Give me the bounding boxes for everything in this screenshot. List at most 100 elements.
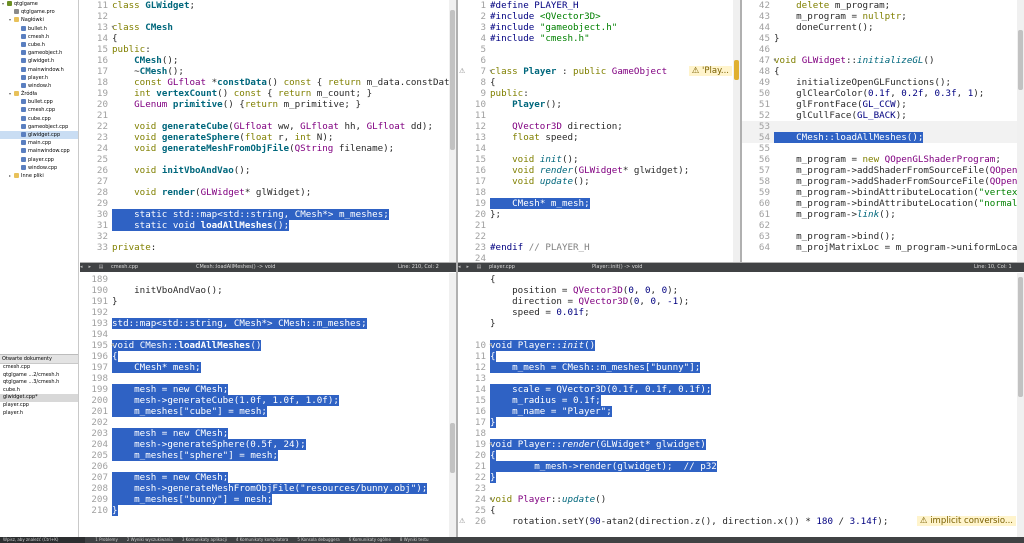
symbol-selector[interactable]: Player::init() -> void [592,264,643,270]
code-line[interactable]: 11 [458,110,740,121]
tree-item[interactable]: player.h [0,74,78,82]
code-area[interactable]: 42 delete m_program;43 m_program = nullp… [742,0,1024,262]
open-document-item[interactable]: qtglgame ...3/cmesh.h [3,379,60,386]
code-line[interactable]: 26 void initVboAndVao(); [80,165,456,176]
output-pane-button[interactable]: 8 Wyniki testu [399,537,429,542]
tree-item[interactable]: player.cpp [0,156,78,164]
tree-item[interactable]: cmesh.h [0,33,78,41]
code-line[interactable]: 31 static void loadAllMeshes(); [80,220,456,231]
tree-item[interactable]: window.cpp [0,164,78,172]
code-line[interactable]: 19 CMesh* m_mesh; [458,198,740,209]
code-line[interactable]: 194 [80,329,456,340]
file-selector[interactable]: player.cpp [488,264,515,270]
code-line[interactable]: 16 void render(GLWidget* glwidget); [458,165,740,176]
output-pane-button[interactable]: 2 Wyniki wyszukiwania [126,537,173,542]
code-line[interactable]: 200 mesh->generateCube(1.0f, 1.0f, 1.0f)… [80,395,456,406]
tree-item[interactable]: cube.h [0,41,78,49]
editor-glwidget-cpp[interactable]: 42 delete m_program;43 m_program = nullp… [742,0,1024,262]
code-line[interactable]: 195▾void CMesh::loadAllMeshes() [80,340,456,351]
scrollbar[interactable] [733,0,740,262]
tree-item[interactable]: ▾Źródła [0,90,78,98]
code-line[interactable]: 190 initVboAndVao(); [80,285,456,296]
code-line[interactable]: 58 m_program->addShaderFromSourceFile(QO… [742,176,1024,187]
scrollbar[interactable] [449,0,456,262]
code-line[interactable]: 53 [742,121,1024,132]
code-line[interactable]: 30 static std::map<std::string, CMesh*> … [80,209,456,220]
code-line[interactable]: 12 m_mesh = CMesh::m_meshes["bunny"]; [458,362,1024,373]
split-divider[interactable] [740,0,742,262]
scrollbar[interactable] [449,273,456,537]
code-line[interactable]: 5 [458,44,740,55]
code-line[interactable]: 191} [80,296,456,307]
code-line[interactable]: 12 QVector3D direction; [458,121,740,132]
split-divider[interactable] [456,0,458,537]
code-line[interactable]: 22} [458,472,1024,483]
code-line[interactable]: 63 m_program->bind(); [742,231,1024,242]
tree-item[interactable]: ▾qtglgame [0,0,78,8]
code-line[interactable]: direction = QVector3D(0, 0, -1); [458,296,1024,307]
fold-arrow-icon[interactable]: ▾ [488,67,493,75]
tree-item[interactable]: ▸Inne pliki [0,172,78,180]
code-line[interactable]: 48{ [742,66,1024,77]
output-pane-button[interactable]: 1 Problemy [95,537,118,542]
code-line[interactable]: 64 m_projMatrixLoc = m_program->uniformL… [742,242,1024,253]
code-line[interactable]: 46 [742,44,1024,55]
code-line[interactable]: 32 [80,231,456,242]
code-line[interactable]: 14 scale = QVector3D(0.1f, 0.1f, 0.1f); [458,384,1024,395]
expand-arrow-icon[interactable]: ▾ [9,91,12,97]
code-line[interactable]: 21 [80,110,456,121]
code-line[interactable]: 23 void generateSphere(float r, int N); [80,132,456,143]
code-line[interactable]: 57 m_program->addShaderFromSourceFile(QO… [742,165,1024,176]
code-line[interactable]: 21 [458,220,740,231]
nav-back-icon[interactable]: ◂ [458,264,461,270]
open-document-item[interactable]: qtglgame ...2/cmesh.h [3,371,60,378]
fold-arrow-icon[interactable]: ▾ [110,23,115,31]
code-line[interactable]: 199 mesh = new CMesh; [80,384,456,395]
warning-icon[interactable]: ⚠ [459,517,466,525]
editor-player-cpp[interactable]: ◂▸ ▤ player.cpp Player::init() -> void L… [458,263,1024,537]
tree-item[interactable]: cube.cpp [0,115,78,123]
output-pane-button[interactable]: 5 Konsola debuggera [297,537,340,542]
tree-item[interactable]: bullet.cpp [0,98,78,106]
fold-arrow-icon[interactable]: ▾ [772,56,777,64]
code-line[interactable]: 11{ [458,351,1024,362]
code-line[interactable]: 49 initializeOpenGLFunctions(); [742,77,1024,88]
code-line[interactable]: { [458,274,1024,285]
open-document-item[interactable]: cmesh.cpp [3,364,31,370]
code-line[interactable]: 19 int vertexCount() const { return m_co… [80,88,456,99]
tree-item[interactable]: glwidget.cpp [0,131,78,140]
fold-arrow-icon[interactable]: ▾ [110,341,115,349]
code-line[interactable]: 25 [80,154,456,165]
code-line[interactable] [458,329,1024,340]
code-line[interactable]: 204 mesh->generateSphere(0.5f, 24); [80,439,456,450]
code-line[interactable]: 198 [80,373,456,384]
code-line[interactable]: 203 mesh = new CMesh; [80,428,456,439]
scrollbar[interactable] [1017,273,1024,537]
code-line[interactable]: 27 [80,176,456,187]
scrollbar-thumb[interactable] [450,10,455,150]
expand-arrow-icon[interactable]: ▸ [9,172,12,178]
output-pane-button[interactable]: 3 Komunikaty aplikacji [181,537,227,542]
code-line[interactable]: 56 m_program = new QOpenGLShaderProgram; [742,154,1024,165]
code-line[interactable]: 6 [458,55,740,66]
tree-item[interactable]: gameobject.cpp [0,123,78,131]
code-line[interactable]: 44 doneCurrent(); [742,22,1024,33]
scrollbar[interactable] [1017,0,1024,262]
code-line[interactable]: 16 m_name = "Player"; [458,406,1024,417]
code-line[interactable]: 25{ [458,505,1024,516]
code-line[interactable]: 24 [458,253,740,262]
code-line[interactable]: 4#include "cmesh.h" [458,33,740,44]
code-line[interactable]: 18 [458,428,1024,439]
code-line[interactable]: 18 [458,187,740,198]
code-area[interactable]: { position = QVector3D(0, 0, 0); directi… [458,274,1024,537]
editor-cmesh-cpp[interactable]: ◂▸ ▤ cmesh.cpp CMesh::loadAllMeshes() ->… [80,263,456,537]
code-line[interactable]: 12 [80,11,456,22]
warning-icon[interactable]: ⚠ [459,67,466,75]
tree-item[interactable]: qtglgame.pro [0,8,78,16]
code-line[interactable]: 202 [80,417,456,428]
